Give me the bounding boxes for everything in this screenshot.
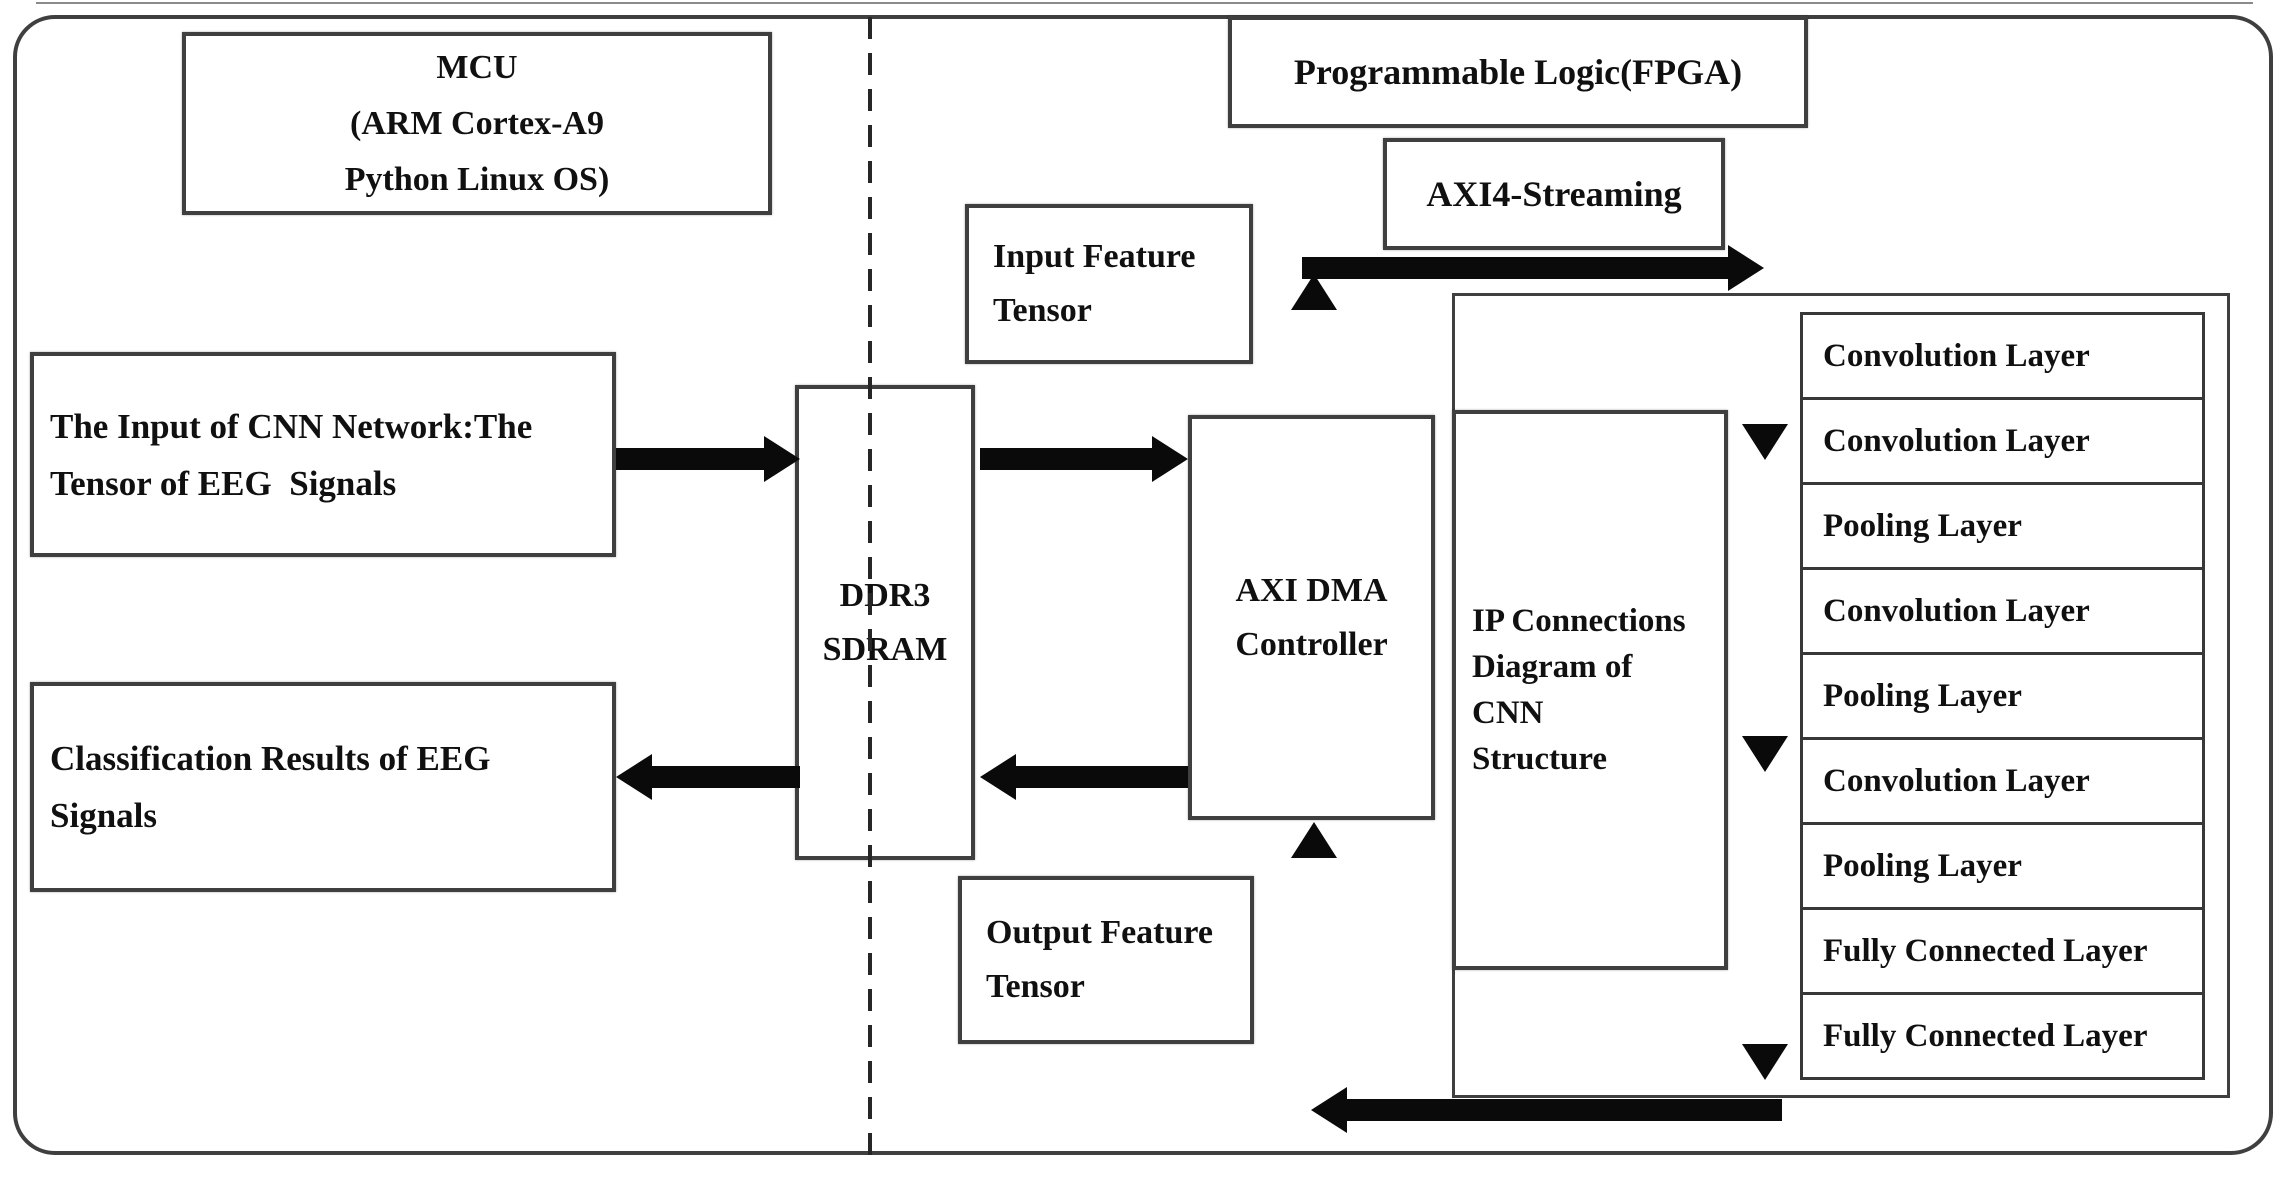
arrow-input-cnn-to-ddr3: [616, 436, 800, 482]
classification-line: Signals: [50, 796, 157, 835]
cnn-input-line: Tensor of EEG Signals: [50, 463, 397, 503]
classification-line: Classification Results of EEG: [50, 739, 491, 778]
axi-dma-line: AXI DMA: [1235, 571, 1388, 609]
arrow-ddr3-to-classification: [616, 754, 800, 800]
diagram-outer-frame: [13, 15, 2273, 1155]
arrow-return-up-to-axi-dma: [1291, 822, 1337, 1126]
cnn-input-line: The Input of CNN Network:The: [50, 406, 533, 446]
arrow-cnn-flow-middle: [1742, 612, 1788, 772]
ddr3-line: SDRAM: [822, 630, 948, 668]
arrow-cnn-flow-top: [1742, 270, 1788, 460]
axi-dma-line: Controller: [1235, 625, 1388, 663]
mcu-line: MCU: [436, 48, 518, 86]
mcu-box: MCU (ARM Cortex-A9 Python Linux OS): [182, 32, 772, 215]
mcu-line: Python Linux OS): [344, 160, 610, 198]
programmable-logic-label: Programmable Logic(FPGA): [1293, 52, 1743, 92]
arrow-ddr3-to-axi-dma: [980, 436, 1188, 482]
layer-row-convolution: Convolution Layer: [1800, 312, 2205, 400]
axi4-streaming-label: AXI4-Streaming: [1426, 174, 1682, 214]
arrow-cnn-output-return: [1311, 1087, 1782, 1133]
ip-connections-line: Diagram of: [1472, 649, 1633, 685]
mcu-line: (ARM Cortex-A9: [350, 104, 604, 142]
layer-row-fully-connected: Fully Connected Layer: [1800, 907, 2205, 995]
figure-top-edge: [36, 2, 2253, 4]
ddr3-line: DDR3: [839, 576, 931, 614]
axi4-streaming-box: AXI4-Streaming: [1383, 138, 1725, 250]
classification-results-box: Classification Results of EEG Signals: [30, 682, 616, 892]
ip-connections-line: CNN: [1472, 695, 1544, 731]
ip-connections-box: IP Connections Diagram of CNN Structure: [1452, 410, 1728, 970]
layer-row-convolution: Convolution Layer: [1800, 397, 2205, 485]
layer-row-pooling: Pooling Layer: [1800, 652, 2205, 740]
output-feature-line: Output Feature: [986, 914, 1213, 951]
input-feature-line: Input Feature: [993, 238, 1196, 275]
layer-row-convolution: Convolution Layer: [1800, 567, 2205, 655]
layer-row-convolution: Convolution Layer: [1800, 737, 2205, 825]
cnn-input-box: The Input of CNN Network:The Tensor of E…: [30, 352, 616, 557]
mcu-fpga-dashed-divider: [868, 17, 872, 1155]
layer-row-pooling: Pooling Layer: [1800, 822, 2205, 910]
axi-dma-controller-box: AXI DMA Controller: [1188, 415, 1435, 820]
output-feature-line: Tensor: [986, 968, 1085, 1005]
output-feature-tensor-box: Output Feature Tensor: [958, 876, 1254, 1044]
arrow-axi-dma-to-stream: [1291, 274, 1337, 415]
arrow-stream-to-cnn: [1302, 245, 1764, 291]
layer-row-pooling: Pooling Layer: [1800, 482, 2205, 570]
ip-connections-line: Structure: [1472, 741, 1608, 777]
input-feature-line: Tensor: [993, 292, 1092, 329]
layer-row-fully-connected: Fully Connected Layer: [1800, 992, 2205, 1080]
arrow-axi-dma-to-ddr3: [980, 754, 1188, 800]
cnn-layer-stack: Convolution Layer Convolution Layer Pool…: [1800, 312, 2205, 1080]
arrow-cnn-flow-bottom: [1742, 915, 1788, 1080]
ddr3-sdram-box: DDR3 SDRAM: [795, 385, 975, 860]
input-feature-tensor-box: Input Feature Tensor: [965, 204, 1253, 364]
programmable-logic-box: Programmable Logic(FPGA): [1228, 16, 1808, 128]
ip-connections-line: IP Connections: [1472, 603, 1686, 639]
